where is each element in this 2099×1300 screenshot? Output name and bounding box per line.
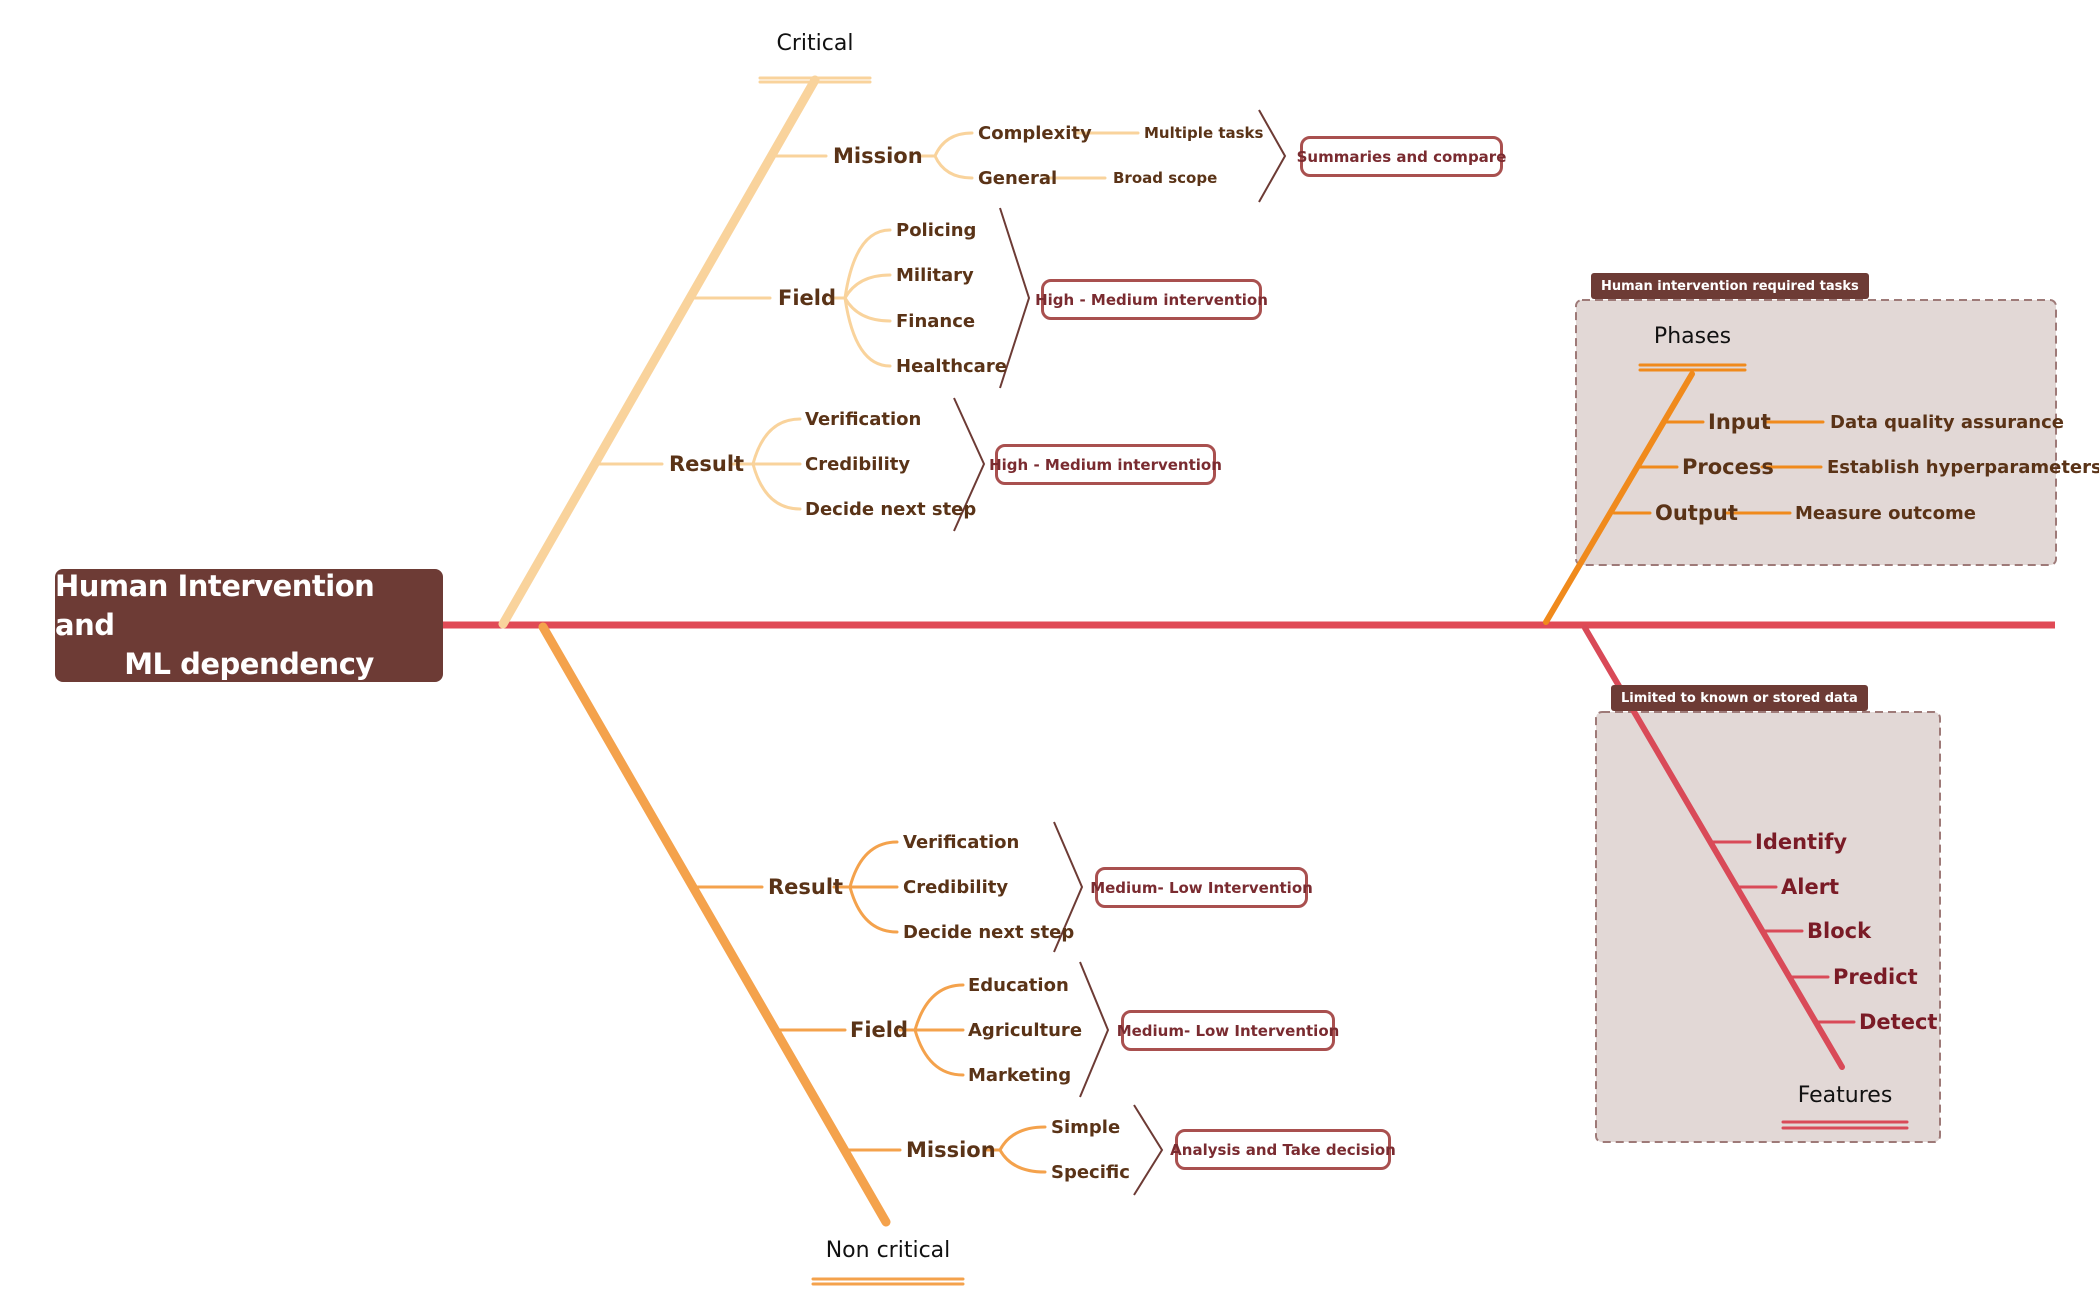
bracket-marks (953, 109, 1287, 1196)
root-title-line2: ML dependency (124, 647, 374, 682)
non-critical-result-label: Result (768, 875, 844, 899)
critical-field-item: Policing (896, 220, 977, 241)
phase-item: Process (1682, 455, 1774, 479)
phase-detail: Establish hyperparameters (1827, 457, 2099, 478)
feature-item: Alert (1781, 875, 1840, 899)
critical-field-label: Field (778, 286, 837, 310)
phase-item: Output (1655, 501, 1738, 525)
non-critical-result-item: Verification (903, 832, 1020, 853)
non-critical-field-summary[interactable]: Medium- Low Intervention (1117, 1010, 1339, 1051)
non-critical-mission-item: Specific (1051, 1162, 1130, 1183)
critical-result-item: Verification (805, 409, 922, 430)
critical-mission-summary[interactable]: Summaries and compare (1297, 136, 1506, 177)
non-critical-mission-summary[interactable]: Analysis and Take decision (1170, 1129, 1396, 1170)
critical-title: Critical (776, 31, 854, 56)
critical-field-item: Finance (896, 311, 976, 332)
non-critical-result-item: Credibility (903, 877, 1009, 898)
phase-item: Input (1708, 410, 1771, 434)
features-tag: Limited to known or stored data (1611, 685, 1868, 711)
critical-mission-item: Complexity (978, 123, 1092, 144)
non-critical-title: Non critical (825, 1238, 951, 1263)
critical-mission-item: General (978, 168, 1058, 189)
critical-result-item: Decide next step (805, 499, 977, 520)
root-title-line1: Human Intervention and (55, 568, 375, 642)
critical-field-summary[interactable]: High - Medium intervention (1035, 279, 1268, 320)
feature-item: Predict (1833, 965, 1918, 989)
phases-branch-lines (1543, 363, 1825, 625)
non-critical-mission-item: Simple (1051, 1117, 1121, 1138)
non-critical-result-summary[interactable]: Medium- Low Intervention (1090, 867, 1313, 908)
non-critical-branch-lines (538, 622, 1047, 1286)
feature-item: Detect (1859, 1010, 1938, 1034)
feature-item: Block (1807, 919, 1872, 943)
phases-title: Phases (1653, 324, 1732, 349)
non-critical-field-item: Marketing (968, 1065, 1072, 1086)
non-critical-field-label: Field (850, 1018, 909, 1042)
critical-mission-label: Mission (833, 144, 923, 168)
critical-mission-detail: Broad scope (1113, 169, 1218, 187)
non-critical-field-item: Agriculture (968, 1020, 1083, 1041)
critical-mission-detail: Multiple tasks (1144, 124, 1264, 142)
features-frame (1595, 711, 1941, 1143)
critical-field-item: Healthcare (896, 356, 1007, 377)
critical-result-summary[interactable]: High - Medium intervention (989, 444, 1222, 485)
phase-detail: Data quality assurance (1830, 412, 2064, 433)
non-critical-mission-label: Mission (906, 1138, 996, 1162)
critical-result-item: Credibility (805, 454, 911, 475)
critical-branch-lines (498, 75, 1140, 629)
root-node[interactable]: Human Intervention and ML dependency (55, 569, 443, 682)
phases-tag: Human intervention required tasks (1591, 273, 1869, 299)
features-title: Features (1797, 1083, 1893, 1108)
critical-field-item: Military (896, 265, 974, 286)
non-critical-field-item: Education (968, 975, 1069, 996)
non-critical-result-item: Decide next step (903, 922, 1075, 943)
phase-detail: Measure outcome (1795, 503, 1976, 524)
feature-item: Identify (1755, 830, 1848, 854)
critical-result-label: Result (669, 452, 745, 476)
